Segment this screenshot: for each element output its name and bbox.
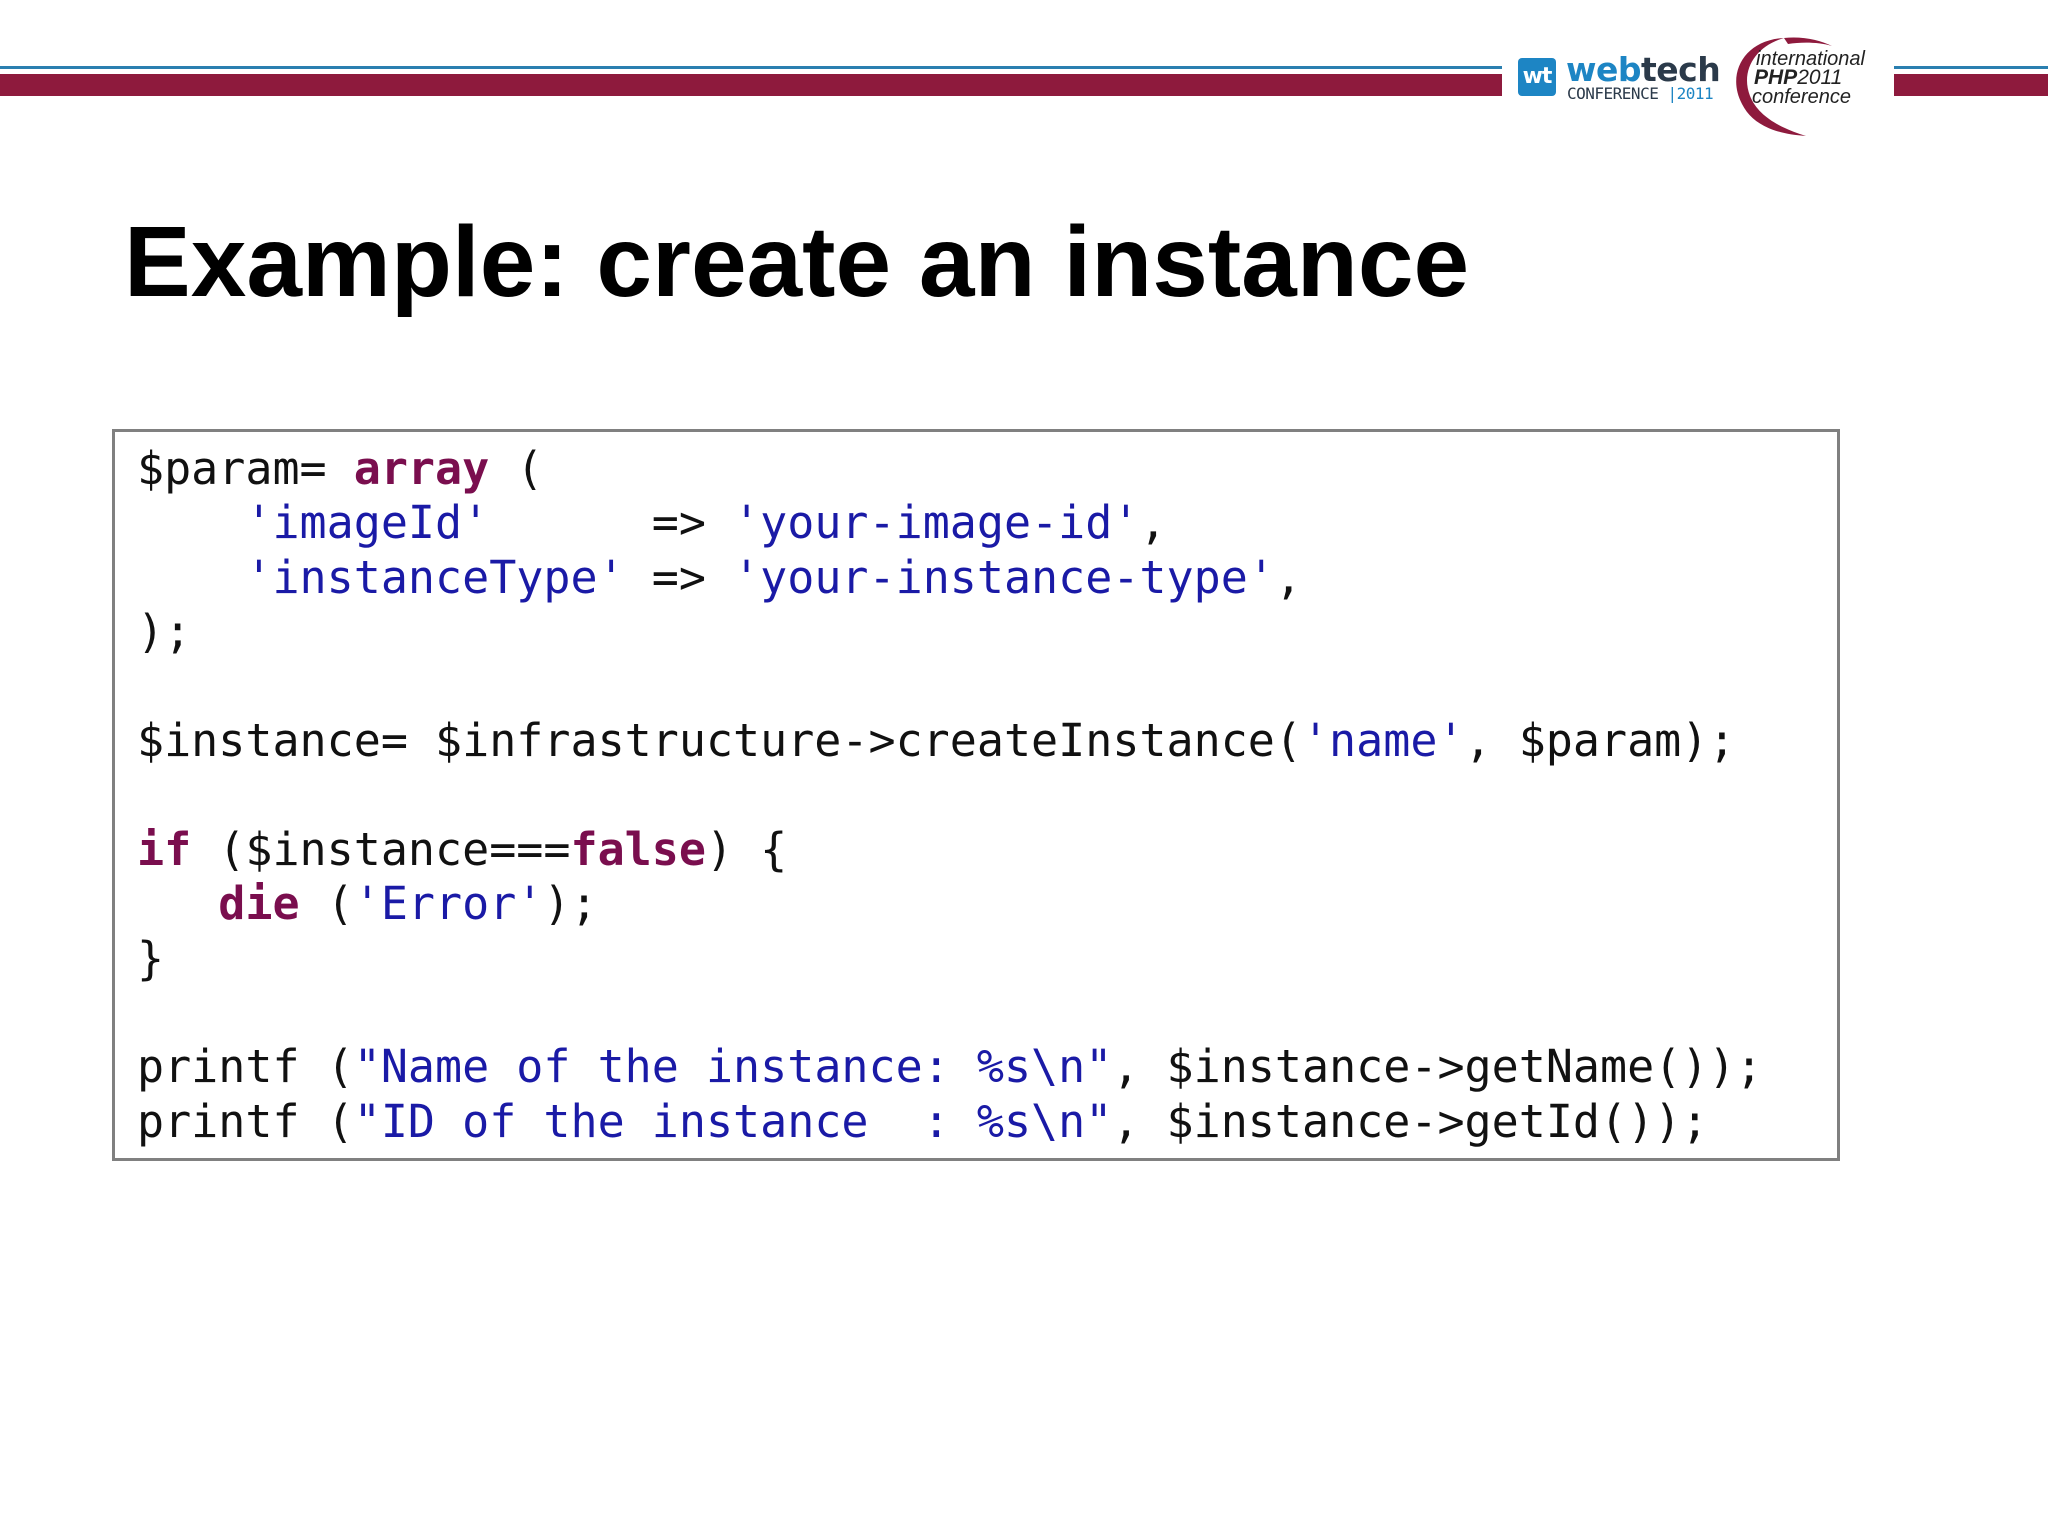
code-line: die ('Error'); bbox=[137, 877, 1763, 931]
code-string: 'Error' bbox=[353, 877, 544, 931]
code-line: ); bbox=[137, 605, 1763, 659]
code-text: printf ( bbox=[137, 1094, 354, 1148]
code-keyword: array bbox=[353, 442, 490, 495]
header-maroon-bar-left bbox=[0, 74, 1502, 96]
code-keyword: die bbox=[218, 877, 300, 931]
webtech-logo-separator: | bbox=[1667, 84, 1677, 103]
code-line: 'instanceType' => 'your-instance-type', bbox=[137, 551, 1763, 605]
code-text: $param= bbox=[137, 442, 354, 495]
code-line: } bbox=[137, 932, 1763, 986]
code-text bbox=[137, 877, 218, 930]
slide-title: Example: create an instance bbox=[124, 206, 1470, 318]
code-line: printf ("ID of the instance : %s\n", $in… bbox=[137, 1095, 1763, 1149]
header-blue-line-right bbox=[1894, 66, 2048, 69]
code-text: } bbox=[137, 931, 165, 985]
code-line: $param= array ( bbox=[137, 442, 1763, 496]
code-line: printf ("Name of the instance: %s\n", $i… bbox=[137, 1040, 1763, 1094]
webtech-logo-subtitle: CONFERENCE |2011 bbox=[1567, 84, 1714, 103]
php-conference-logo: international PHP2011 conference bbox=[1722, 34, 1892, 138]
code-text: , $param); bbox=[1464, 713, 1736, 767]
code-keyword: false bbox=[570, 822, 706, 876]
code-text: $instance= $infrastructure->createInstan… bbox=[137, 713, 1302, 767]
code-line bbox=[137, 768, 1763, 822]
code-listing: $param= array ( 'imageId' => 'your-image… bbox=[137, 442, 1763, 1149]
code-string: "ID of the instance : %s\n" bbox=[353, 1094, 1113, 1148]
code-line: 'imageId' => 'your-image-id', bbox=[137, 496, 1763, 550]
webtech-logo-year: 2011 bbox=[1676, 84, 1714, 103]
php-logo-php2011: PHP2011 bbox=[1754, 66, 1842, 90]
code-text: ); bbox=[137, 605, 192, 659]
webtech-logo-wordmark: webtech bbox=[1566, 50, 1721, 89]
code-text: , $instance->getName()); bbox=[1112, 1040, 1763, 1094]
code-text: ( bbox=[489, 442, 544, 495]
code-string: 'imageId' bbox=[245, 496, 490, 550]
php-logo-conference: conference bbox=[1752, 86, 1851, 108]
code-string: "Name of the instance: %s\n" bbox=[353, 1040, 1113, 1094]
header-blue-line-left bbox=[0, 66, 1502, 69]
code-text: ); bbox=[543, 877, 598, 931]
webtech-conference-logo: wt webtech CONFERENCE |2011 bbox=[1518, 50, 1721, 106]
webtech-logo-conference: CONFERENCE bbox=[1567, 84, 1659, 103]
code-text: => bbox=[489, 496, 734, 550]
webtech-logo-tech: tech bbox=[1641, 50, 1721, 89]
code-text: , bbox=[1274, 550, 1302, 604]
code-text: ) { bbox=[705, 822, 788, 876]
code-text: , bbox=[1139, 496, 1167, 550]
code-string: 'instanceType' bbox=[245, 550, 625, 604]
php-logo-swoosh-icon bbox=[1736, 37, 1832, 136]
webtech-logo-mark: wt bbox=[1518, 58, 1556, 96]
php-logo-international: international bbox=[1756, 48, 1865, 70]
code-text: , $instance->getId()); bbox=[1112, 1094, 1709, 1148]
code-keyword: if bbox=[137, 822, 192, 876]
header-maroon-bar-right bbox=[1894, 74, 2048, 96]
code-block: $param= array ( 'imageId' => 'your-image… bbox=[112, 429, 1840, 1161]
code-line bbox=[137, 660, 1763, 714]
code-text: => bbox=[624, 550, 734, 604]
code-text: ($instance=== bbox=[191, 822, 571, 876]
code-string: 'name' bbox=[1301, 713, 1465, 767]
code-line: $instance= $infrastructure->createInstan… bbox=[137, 714, 1763, 768]
code-string: 'your-instance-type' bbox=[733, 550, 1275, 604]
code-line: if ($instance===false) { bbox=[137, 823, 1763, 877]
code-string: 'your-image-id' bbox=[733, 496, 1140, 550]
code-text bbox=[137, 496, 245, 549]
webtech-logo-web: web bbox=[1566, 50, 1642, 89]
code-text: printf ( bbox=[137, 1040, 354, 1094]
php-logo-php: PHP bbox=[1754, 66, 1798, 89]
code-text: ( bbox=[299, 877, 354, 931]
php-logo-year: 2011 bbox=[1797, 66, 1843, 89]
code-text bbox=[137, 551, 245, 604]
code-line bbox=[137, 986, 1763, 1040]
